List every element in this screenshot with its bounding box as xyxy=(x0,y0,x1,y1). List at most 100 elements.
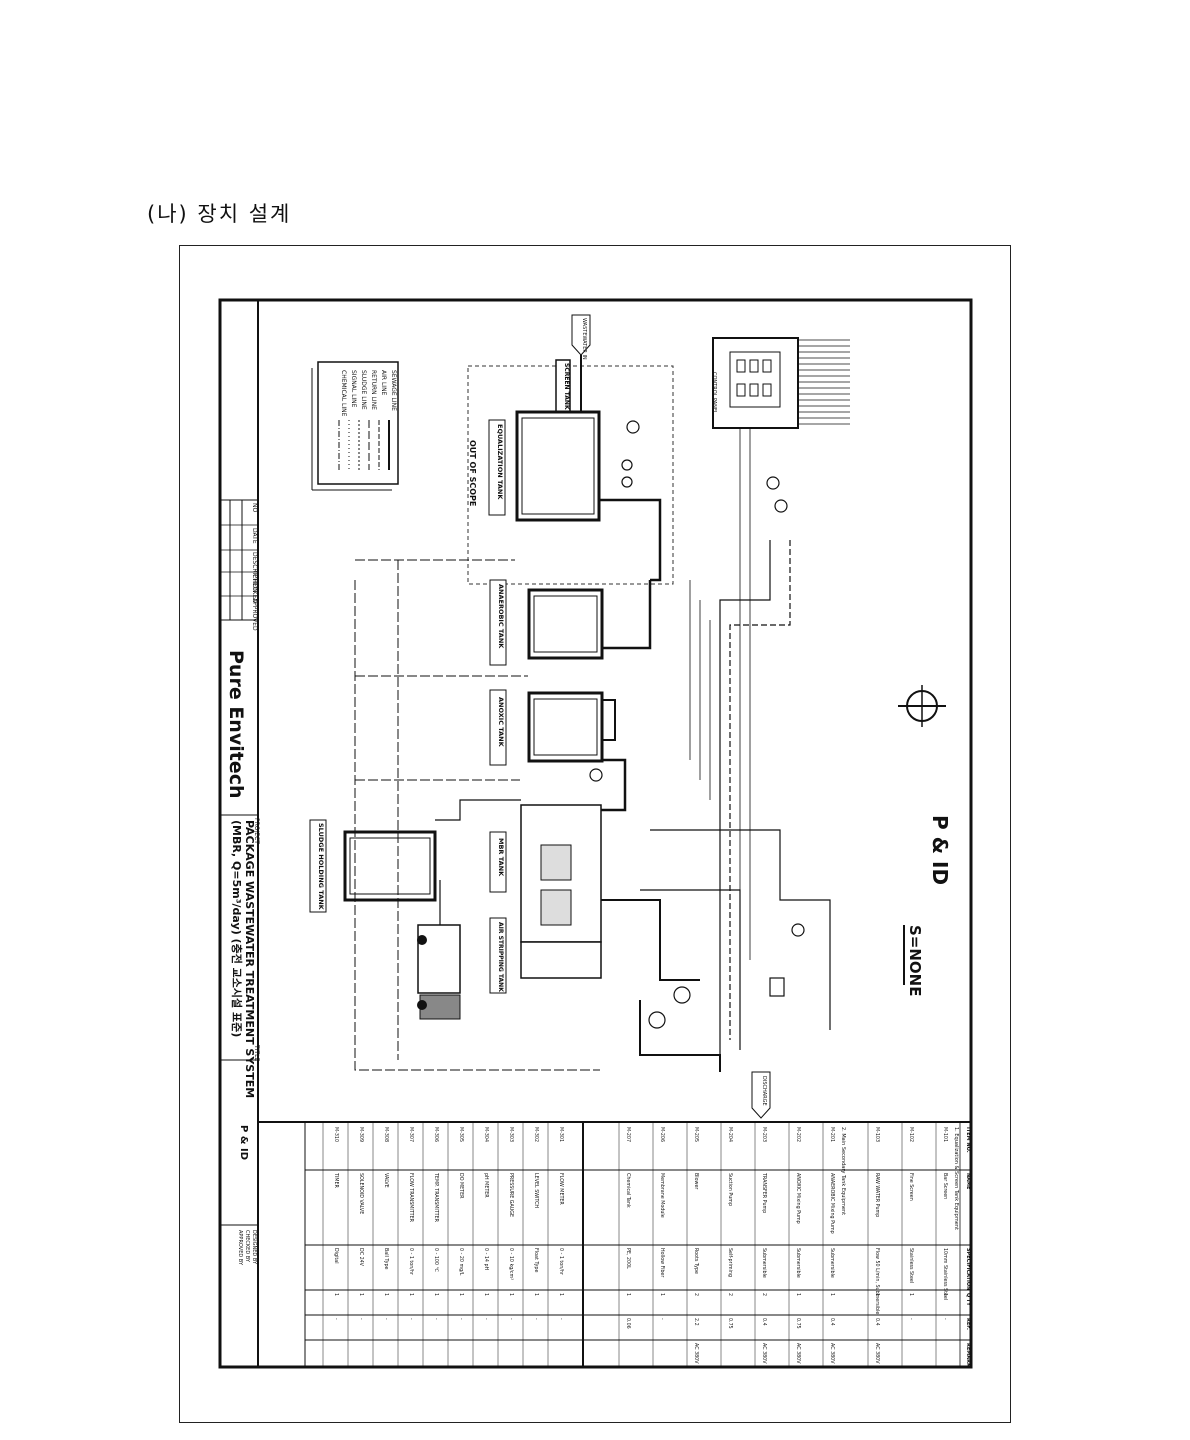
project-line1: PACKAGE WASTEWATER TREATMENT SYSTEM xyxy=(243,820,256,1098)
table-cell: 0 - 100 ℃ xyxy=(433,1248,439,1273)
svg-text:SLUDGE HOLDING TANK: SLUDGE HOLDING TANK xyxy=(317,823,325,911)
table-cell: AC 380V xyxy=(761,1343,767,1364)
table-cell: Chemical Tank xyxy=(625,1173,631,1208)
table-cell: 10mm Stainless Steel xyxy=(942,1248,948,1300)
table-cell: M-303 xyxy=(508,1127,514,1142)
approval-designed: DESIGNED BY xyxy=(251,1230,257,1265)
page-heading: (나) 장치 설계 xyxy=(147,202,292,226)
line-legend: SEWAGE LINE AIR LINE RETURN LINE SLUDGE … xyxy=(311,361,399,491)
table-cell: TRANSFER Pump xyxy=(761,1172,767,1213)
wastewater-in-label: WASTEWATER IN xyxy=(581,318,587,360)
table-cell: TIMER xyxy=(333,1172,339,1189)
sheet-title: P & ID xyxy=(238,1125,249,1160)
table-cell: DC 24V xyxy=(358,1248,364,1267)
rev-header-approved: APPROVED xyxy=(251,598,258,631)
table-cell: M-302 xyxy=(533,1127,539,1142)
approval-approved: APPROVED BY xyxy=(237,1230,243,1266)
table-cell: - xyxy=(533,1318,538,1320)
table-header: Q'TY xyxy=(965,1293,971,1306)
title-block: NO DATE DESCRIPTION CHECKED APPROVED Pur… xyxy=(220,499,260,1266)
table-cell: Float Type xyxy=(533,1248,539,1272)
table-cell: 1 xyxy=(908,1293,914,1296)
control-panel-label: CONTROL PANEL xyxy=(711,372,717,414)
table-cell: M-310 xyxy=(333,1127,339,1142)
table-cell: Fine Screen xyxy=(908,1173,914,1201)
table-cell: AC 380V xyxy=(693,1343,699,1364)
rev-header-checked: CHECKED xyxy=(251,574,258,603)
table-cell: 1 xyxy=(659,1293,665,1296)
table-cell: M-205 xyxy=(693,1127,699,1142)
table-cell: - xyxy=(558,1318,563,1320)
table-cell: AC 380V xyxy=(829,1343,835,1364)
sludge-truck-icon xyxy=(417,924,461,1020)
table-cell: Digital xyxy=(333,1248,339,1264)
table-cell: 1 xyxy=(433,1293,439,1296)
table-header: REMARK xyxy=(965,1343,971,1368)
table-cell: M-207 xyxy=(625,1127,631,1142)
svg-text:MBR TANK: MBR TANK xyxy=(497,838,505,877)
table-cell: M-201 xyxy=(829,1127,835,1142)
table-cell: 1 xyxy=(625,1293,631,1296)
table-cell: ANAEROBIC Mixing Pump xyxy=(829,1173,835,1234)
table-cell: 1 xyxy=(458,1293,464,1296)
table-cell: 1 xyxy=(358,1293,364,1296)
table-cell: Stainless Steel xyxy=(908,1248,914,1283)
table-cell: 1 xyxy=(942,1293,948,1296)
svg-text:SEWAGE LINE: SEWAGE LINE xyxy=(390,370,397,411)
company-name: Pure Envitech xyxy=(225,650,247,798)
sheet-border xyxy=(218,298,973,1369)
rev-header-date: DATE xyxy=(251,528,258,544)
drawing-title: P & ID xyxy=(928,815,952,885)
table-cell: - xyxy=(383,1318,388,1320)
table-cell: ANOXIC Mixing Pump xyxy=(795,1173,801,1224)
table-cell: PRESSURE GAUGE xyxy=(508,1173,514,1217)
table-cell: M-206 xyxy=(659,1127,665,1142)
svg-text:EQUALIZATION TANK: EQUALIZATION TANK xyxy=(496,424,504,500)
table-cell: 1 xyxy=(483,1293,489,1296)
table-cell: LEVEL SWITCH xyxy=(533,1173,539,1208)
table-cell: M-304 xyxy=(483,1127,489,1142)
svg-text:ANAEROBIC TANK: ANAEROBIC TANK xyxy=(497,584,505,649)
table-cell: Blower xyxy=(693,1173,699,1189)
svg-text:AIR STRIPPING TANK: AIR STRIPPING TANK xyxy=(497,922,504,992)
svg-text:RETURN LINE: RETURN LINE xyxy=(370,370,377,410)
table-cell: - xyxy=(408,1318,413,1320)
table-cell: M-305 xyxy=(458,1127,464,1142)
table-cell: pH METER xyxy=(483,1173,489,1198)
table-cell: Self-priming xyxy=(727,1248,733,1277)
table-cell: RAW WATER Pump xyxy=(874,1173,880,1217)
table-cell: 2 xyxy=(693,1293,699,1296)
table-cell: 2 xyxy=(727,1293,733,1296)
table-cell: AC 380V xyxy=(795,1343,801,1364)
table-cell: M-309 xyxy=(358,1127,364,1142)
table-cell: - xyxy=(483,1318,488,1320)
table-section: 1. Equalization & Screen Tank Equipment xyxy=(953,1127,959,1230)
control-panel: CONTROL PANEL xyxy=(711,337,799,429)
out-of-scope-region xyxy=(467,365,674,585)
table-cell: Bar Screen xyxy=(942,1173,948,1199)
table-cell: 0 - 1 ton/hr xyxy=(558,1248,564,1275)
table-header: ITEM NO. xyxy=(965,1127,971,1153)
equipment-list xyxy=(304,1122,971,1367)
table-cell: M-306 xyxy=(433,1127,439,1142)
table-cell: 1 xyxy=(383,1293,389,1296)
table-cell: Submersible xyxy=(829,1248,835,1278)
table-header: REF. xyxy=(965,1318,971,1330)
table-cell: - xyxy=(942,1318,947,1320)
rev-header-no: NO xyxy=(251,503,258,512)
project-label: PROJECT xyxy=(253,818,260,844)
rev-header-description: DESCRIPTION xyxy=(251,552,258,593)
svg-text:ANOXIC TANK: ANOXIC TANK xyxy=(497,697,505,748)
table-cell: 1 xyxy=(795,1293,801,1296)
table-cell: 1 xyxy=(829,1293,835,1296)
table-cell: Submersible xyxy=(795,1248,801,1278)
table-cell: 0.06 xyxy=(625,1318,631,1329)
svg-text:AIR LINE: AIR LINE xyxy=(380,370,387,396)
svg-text:SCREEN TANK: SCREEN TANK xyxy=(563,363,570,410)
table-section: 2. Main Secondary Tank Equipment xyxy=(840,1127,846,1215)
title-label: TITLE xyxy=(253,1044,260,1061)
table-cell: Membrane Module xyxy=(659,1173,665,1218)
table-cell: 0 - 10 kg/cm² xyxy=(508,1248,514,1280)
drawing-frame xyxy=(179,245,1011,1423)
process-piping xyxy=(354,420,831,1072)
